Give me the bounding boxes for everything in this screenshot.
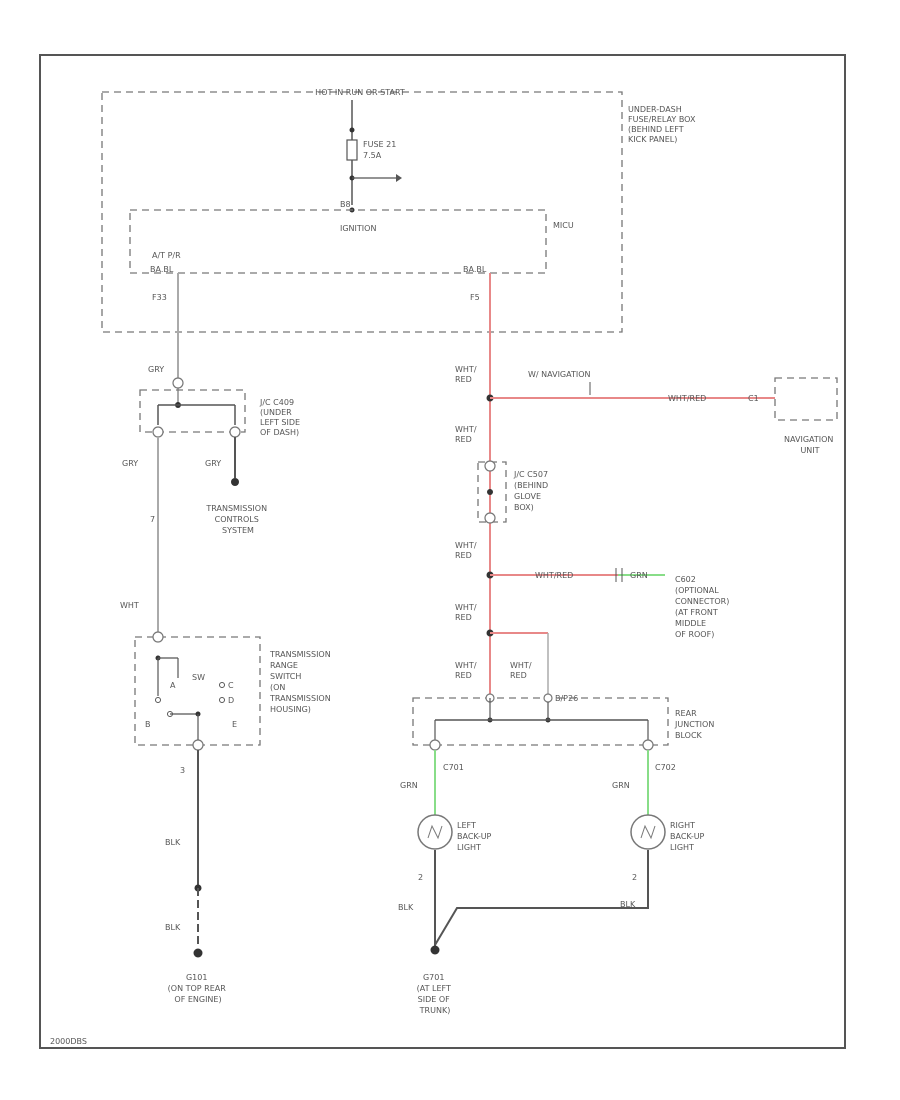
wire-label-4: WHT/ RED: [455, 603, 479, 622]
fuse-name: FUSE 21: [363, 140, 396, 149]
arrow-right-icon: [396, 174, 402, 182]
navigation-unit-label: NAVIGATION UNIT: [784, 435, 836, 455]
trs-contact-b-icon: [155, 697, 161, 703]
jc-c507-node: [487, 489, 493, 495]
trs-pin-c: C: [228, 681, 234, 690]
trs-contact-d-icon: [219, 697, 225, 703]
left-blk-label: BLK: [398, 903, 414, 912]
jc-c409-label: J/C C409 (UNDER LEFT SIDE OF DASH): [259, 398, 303, 437]
pin-7-label: 7: [150, 515, 155, 524]
jc-c507-top-pin-icon: [484, 460, 496, 472]
right-connector-label: BA.BL: [463, 265, 487, 274]
trs-pin-b: B: [145, 720, 151, 729]
nav-wire-label: WHT/RED: [668, 394, 706, 403]
nav-note: W/ NAVIGATION: [528, 370, 591, 379]
fuse-box-header: HOT IN RUN OR START: [315, 88, 405, 97]
wire-label-6: WHT/ RED: [510, 661, 534, 680]
fuse-relay-box: HOT IN RUN OR START UNDER-DASH FUSE/RELA…: [101, 88, 698, 333]
blk-label-1: BLK: [165, 838, 181, 847]
blk-label-2: BLK: [165, 923, 181, 932]
jc-c409-pin-icon: [172, 377, 184, 389]
g101-label: G101 (ON TOP REAR OF ENGINE): [168, 973, 229, 1004]
left-lamp-label: LEFT BACK-UP LIGHT: [457, 821, 494, 852]
c701-label: C701: [443, 763, 464, 772]
c702-label: C702: [655, 763, 676, 772]
jc-c507-label: J/C C507 (BEHIND GLOVE BOX): [513, 470, 551, 512]
fuse-box-outline: [101, 91, 623, 333]
wire-label-3: WHT/ RED: [455, 541, 479, 560]
right-circuit: WHT/ RED W/ NAVIGATION WHT/RED C1 NAVIGA…: [398, 273, 838, 1015]
navigation-unit-outline: [774, 377, 838, 421]
junction-pin-label: B/P26: [555, 694, 578, 703]
trs-contact-c-icon: [219, 682, 225, 688]
ground-g101-icon: [193, 948, 203, 958]
trs-label: TRANSMISSION RANGE SWITCH (ON TRANSMISSI…: [269, 650, 333, 714]
g701-label: G701 (AT LEFT SIDE OF TRUNK): [417, 973, 454, 1015]
gry-top-label: GRY: [148, 365, 164, 374]
rjb-label: REAR JUNCTION BLOCK: [674, 709, 717, 740]
left-grn-label: GRN: [400, 781, 418, 790]
opt-wire-label-2: GRN: [630, 571, 648, 580]
left-connector-label: BA.BL: [150, 265, 174, 274]
right-pin-2-label: 2: [632, 873, 637, 882]
left-lamp-filament: [427, 824, 443, 840]
left-pin-2-label: 2: [418, 873, 423, 882]
gry-right-label: GRY: [205, 459, 221, 468]
black-wire-right-lamp: [434, 850, 649, 946]
jc-c409-outline: [139, 389, 246, 433]
trs-outline: [134, 636, 261, 746]
left-relay-tag: A/T P/R: [152, 251, 181, 260]
trs-bottom-pin-icon: [192, 739, 204, 751]
trs-pin-d: D: [228, 696, 234, 705]
diagram-frame: [39, 54, 846, 1049]
micu-label: MICU: [553, 221, 574, 230]
right-blk-label: BLK: [620, 900, 636, 909]
tcs-label: TRANSMISSION CONTROLS SYSTEM: [205, 504, 269, 535]
micu-outline: [129, 209, 547, 274]
right-lamp-filament: [640, 824, 656, 840]
trs-sw-label: SW: [192, 673, 205, 682]
jc-c409-left-pin-icon: [152, 426, 164, 438]
tcs-terminal: [231, 478, 239, 486]
trs-pin-3: 3: [180, 766, 185, 775]
jc-c409-right-pin-icon: [229, 426, 241, 438]
diagram-code: 2000DBS: [50, 1037, 87, 1046]
wire-label-2: WHT/ RED: [455, 425, 479, 444]
nav-pin-label: C1: [748, 394, 759, 403]
gry-left-label: GRY: [122, 459, 138, 468]
rjb-pin-right-icon: [543, 693, 553, 703]
wire-label-1: WHT/ RED: [455, 365, 479, 384]
fuse-21-icon: [346, 139, 358, 161]
left-circuit: GRY J/C C409 (UNDER LEFT SIDE OF DASH) G…: [120, 273, 333, 1004]
fuse-pin-top: B8: [340, 200, 351, 209]
ground-g701-icon: [430, 945, 440, 955]
c702-pin-icon: [642, 739, 654, 751]
right-pin-label: F5: [470, 293, 480, 302]
fuse-rating: 7.5A: [363, 151, 382, 160]
ignition-label: IGNITION: [340, 224, 376, 233]
left-pin-label: F33: [152, 293, 167, 302]
fuse-box-desc: UNDER-DASH FUSE/RELAY BOX (BEHIND LEFT K…: [628, 105, 698, 144]
c701-pin-icon: [429, 739, 441, 751]
wire-label-5: WHT/ RED: [455, 661, 479, 680]
wht-label: WHT: [120, 601, 139, 610]
right-grn-label: GRN: [612, 781, 630, 790]
trs-pin-icon: [152, 631, 164, 643]
fuse-node-top: [349, 127, 355, 133]
c602-label: C602 (OPTIONAL CONNECTOR) (AT FRONT MIDD…: [675, 575, 732, 639]
opt-wire-label-1: WHT/RED: [535, 571, 573, 580]
jc-c507-bottom-pin-icon: [484, 512, 496, 524]
trs-pin-e: E: [232, 720, 237, 729]
rear-junction-block-outline: [412, 697, 669, 746]
trs-pin-a: A: [170, 681, 176, 690]
right-lamp-label: RIGHT BACK-UP LIGHT: [670, 821, 707, 852]
